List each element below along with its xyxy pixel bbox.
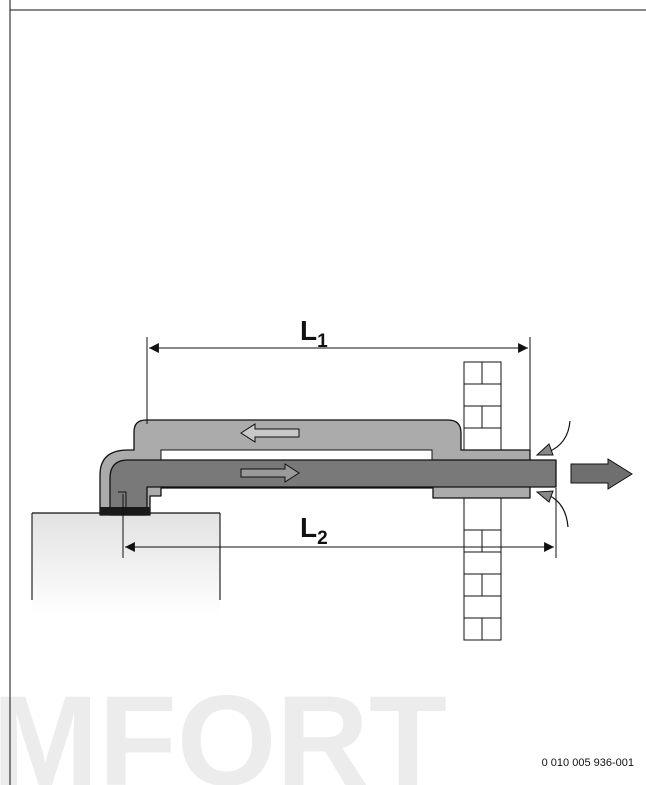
svg-text:L2: L2 xyxy=(300,512,328,549)
l2-subscript: 2 xyxy=(317,528,328,549)
l1-letter: L xyxy=(300,315,317,346)
boiler-connector xyxy=(100,507,150,515)
dimension-l2: L2 xyxy=(122,488,557,558)
elbow-detail xyxy=(118,491,127,515)
watermark-text: MFORT xyxy=(0,670,447,785)
dimension-l1: L1 xyxy=(146,315,531,452)
flue-flow-arrow xyxy=(240,463,300,483)
boiler-unit xyxy=(31,512,221,615)
svg-text:L1: L1 xyxy=(300,315,328,352)
l1-subscript: 1 xyxy=(317,331,328,352)
air-intake-arrows xyxy=(535,420,571,528)
brick-wall xyxy=(463,361,502,641)
page-frame xyxy=(9,0,646,785)
reference-code: 0 010 005 936-001 xyxy=(542,757,634,769)
air-flow-arrow xyxy=(240,423,300,443)
pipe-inner-gap xyxy=(160,449,433,461)
l2-letter: L xyxy=(300,512,317,543)
exhaust-arrow xyxy=(570,458,633,490)
inner-flue-pipe xyxy=(109,459,557,516)
